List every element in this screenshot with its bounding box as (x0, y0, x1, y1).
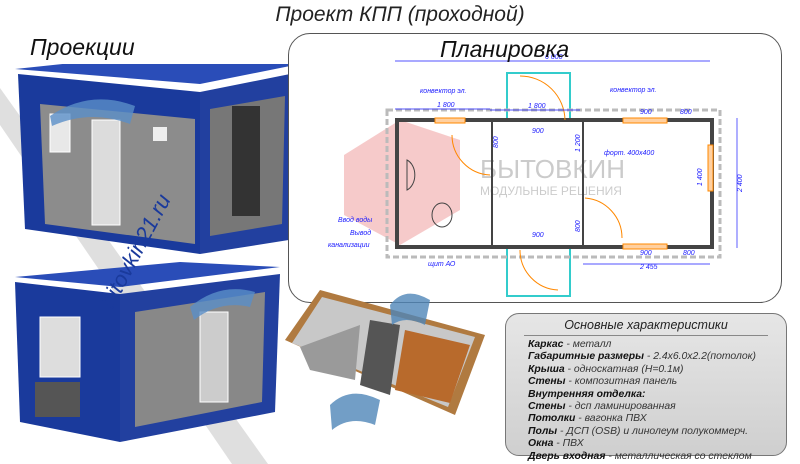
spec-value: дсп ламинированная (574, 401, 676, 413)
plan-watermark-subtitle: МОДУЛЬНЫЕ РЕШЕНИЯ (480, 184, 622, 198)
building-projection-side (15, 262, 280, 442)
spec-key: Внутренняя отделка: (528, 388, 646, 400)
dim-door-bottom: 900 (532, 232, 544, 239)
porch-bottom (506, 246, 571, 297)
plan-heading: Планировка (440, 36, 570, 62)
dim-partition-lower: 800 (575, 220, 582, 232)
spec-value: металлическая со стеклом (614, 450, 752, 462)
dim-wall-bottom-right: 800 (683, 250, 695, 257)
spec-row: Стены - композитная панель (528, 376, 678, 388)
projections-heading: Проекции (30, 34, 135, 60)
plan-watermark-logo (344, 120, 460, 245)
spec-value: композитная панель (574, 376, 678, 388)
spec-row: Окна - ПВХ (528, 438, 584, 450)
dim-window-top-right: 900 (640, 109, 652, 116)
vent-label: форт. 400x400 (604, 150, 654, 157)
dim-wall-top-right: 800 (680, 109, 692, 116)
spec-key: Полы (528, 425, 558, 437)
spec-row: Внутренняя отделка: (506, 389, 786, 401)
plan-watermark-title: БЫТОВКИН (480, 154, 625, 184)
water-in-label: Ввод воды (338, 216, 373, 224)
spec-key: Стены (528, 376, 566, 388)
spec-key: Стены (528, 401, 566, 413)
panel-ao-label: щит АО (428, 261, 456, 268)
spec-value: 2.4x6.0x2.2(потолок) (653, 351, 756, 363)
dim-right-window: 1 400 (697, 168, 704, 186)
spec-row: Габаритные размеры - 2.4x6.0x2.2(потолок… (528, 351, 756, 363)
dim-window-bottom-right: 900 (640, 250, 652, 257)
dim-wc-door: 800 (493, 136, 500, 148)
sewer-out-label: Вывод (350, 229, 371, 237)
dim-right-room: 2 455 (639, 264, 658, 271)
building-projection-front (15, 64, 300, 254)
spec-value: ПВХ (562, 438, 584, 450)
spec-key: Габаритные размеры (528, 351, 644, 363)
spec-row: Полы - ДСП (OSB) и линолеум полукоммерч. (528, 425, 748, 437)
spec-key: Дверь входная (528, 450, 606, 462)
spec-row: Каркас - металл (528, 339, 612, 350)
spec-key: Крыша (528, 363, 565, 375)
floor-plan: БЫТОВКИН МОДУЛЬНЫЕ РЕШЕНИЯ 6 000 1 800 1… (328, 54, 744, 297)
dim-width: 2 400 (737, 174, 744, 193)
spec-key: Потолки (528, 413, 576, 425)
spec-row: Крыша - односкатная (H=0.1м) (528, 363, 684, 375)
page-title: Проект КПП (проходной) (275, 3, 525, 26)
dim-middle-top: 1 800 (528, 103, 546, 110)
spec-value: ДСП (OSB) и линолеум полукоммерч. (566, 425, 748, 437)
spec-row: Дверь входная - металлическая со стеклом (528, 450, 752, 462)
spec-value: односкатная (H=0.1м) (573, 363, 684, 375)
convector-right-label: конвектор эл. (610, 87, 657, 94)
convector-left-label: конвектор эл. (420, 88, 467, 95)
dim-door-top: 900 (532, 128, 544, 135)
spec-row: Стены - дсп ламинированная (528, 401, 676, 413)
spec-row: Потолки - вагонка ПВХ (528, 413, 647, 425)
spec-value: металл (572, 339, 612, 350)
dim-partition-upper: 1 200 (575, 134, 582, 152)
spec-key: Каркас (528, 339, 564, 350)
dim-left-room: 1 800 (437, 102, 455, 109)
sewer-out-label-2: канализации (328, 242, 370, 249)
dim-total-length: 6 000 (545, 54, 563, 61)
spec-value: вагонка ПВХ (584, 413, 647, 425)
specs-heading: Основные характеристики (564, 318, 728, 332)
interior-3d-render (285, 290, 485, 430)
spec-key: Окна (528, 438, 554, 450)
